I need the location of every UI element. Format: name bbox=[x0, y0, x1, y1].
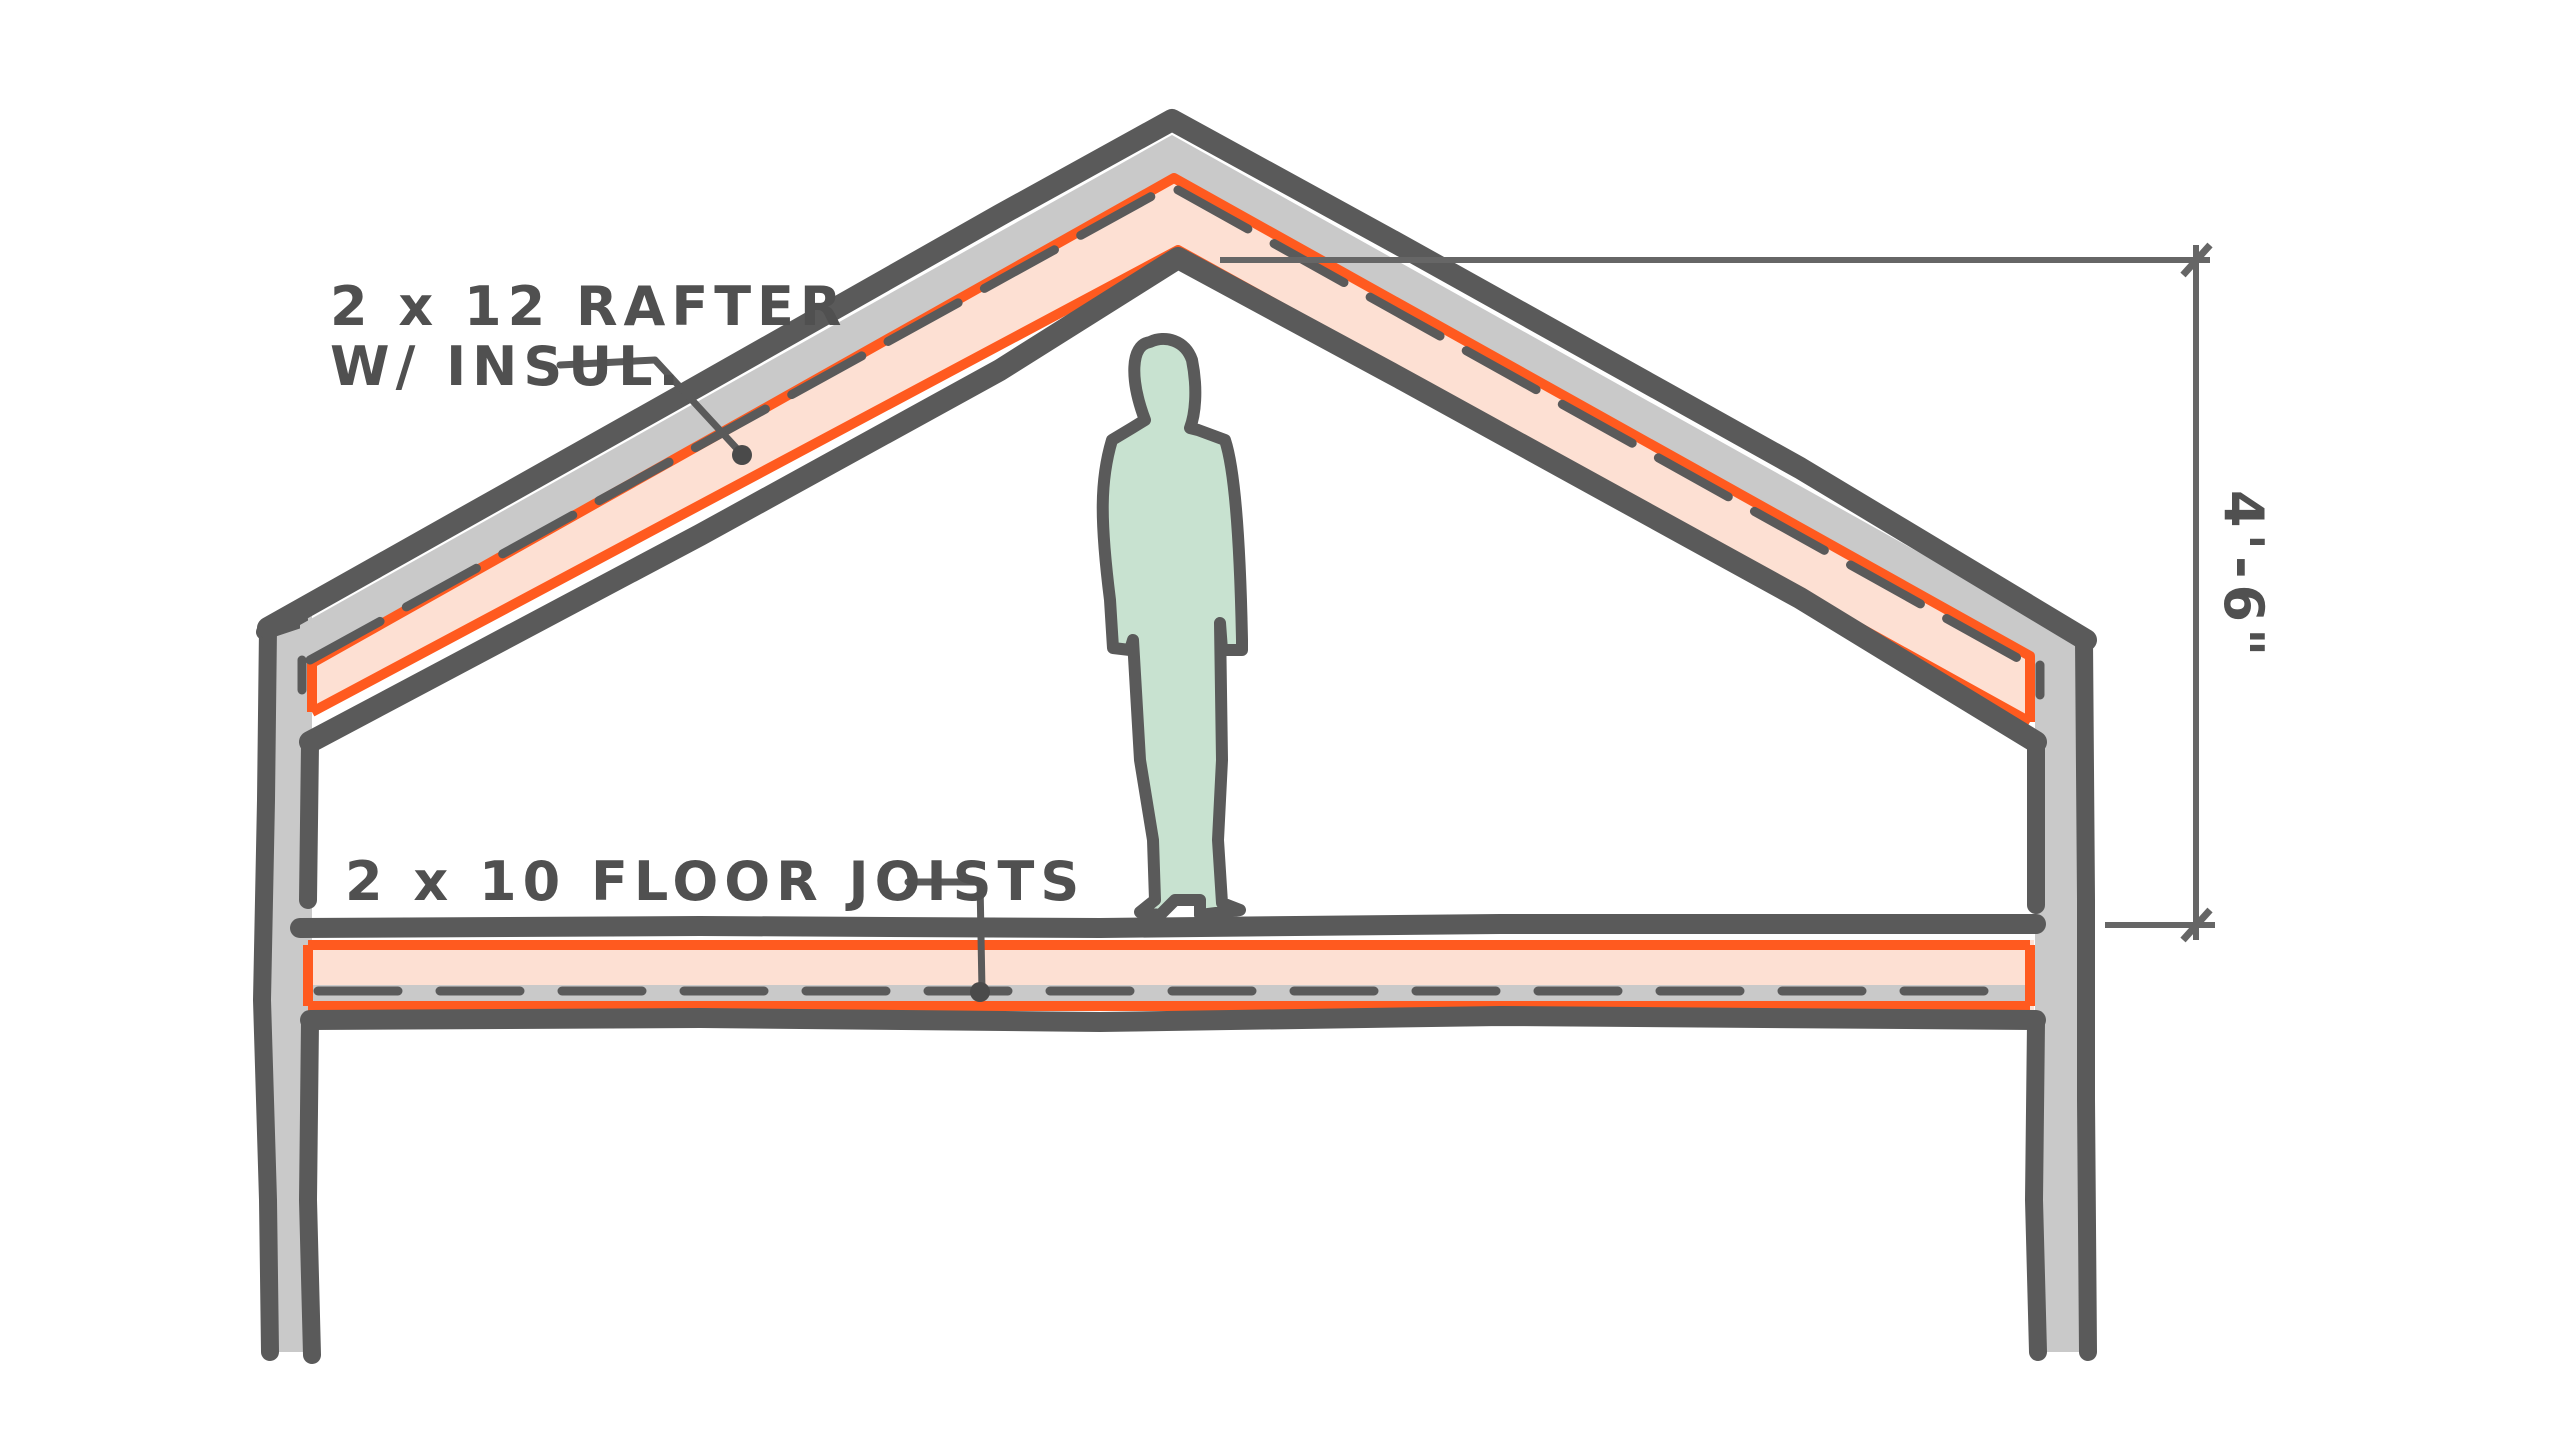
rafter-leader bbox=[556, 356, 752, 465]
floor-leader bbox=[904, 878, 990, 1002]
height-dimension bbox=[1220, 242, 2215, 943]
floor-label: 2 x 10 FLOOR JOISTS bbox=[345, 850, 1085, 913]
right-wall bbox=[2025, 610, 2097, 1361]
dimension-label: 4'-6" bbox=[2212, 490, 2275, 662]
rafter-label-line1: 2 x 12 RAFTER bbox=[330, 275, 848, 338]
rafter-label-line2: W/ INSUL. bbox=[330, 335, 685, 398]
human-figure bbox=[1096, 333, 1248, 921]
roof-rafters bbox=[257, 109, 2097, 753]
floor-joists bbox=[290, 914, 2046, 1032]
